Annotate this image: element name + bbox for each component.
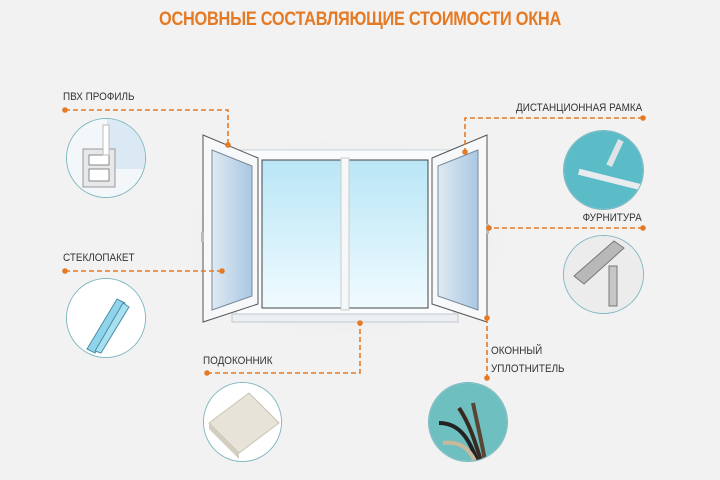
label-seal-line1: ОКОННЫЙ bbox=[491, 345, 543, 357]
label-hardware: ФУРНИТУРА bbox=[582, 212, 642, 224]
pvc-profile-image bbox=[66, 118, 146, 198]
window-sill-image bbox=[203, 382, 282, 462]
spacer-frame-image bbox=[563, 130, 644, 210]
hardware-image bbox=[563, 235, 644, 314]
label-spacer-frame: ДИСТАНЦИОННАЯ РАМКА bbox=[515, 102, 642, 114]
label-pvc-profile: ПВХ ПРОФИЛЬ bbox=[63, 91, 135, 103]
window-seal-image bbox=[428, 382, 508, 462]
glass-unit-image bbox=[66, 278, 146, 358]
page-title: ОСНОВНЫЕ СОСТАВЛЯЮЩИЕ СТОИМОСТИ ОКНА bbox=[159, 9, 561, 30]
label-glass-unit: СТЕКЛОПАКЕТ bbox=[63, 252, 135, 264]
label-seal-line2: УПЛОТНИТЕЛЬ bbox=[491, 363, 565, 375]
label-window-sill: ПОДОКОННИК bbox=[203, 355, 273, 367]
